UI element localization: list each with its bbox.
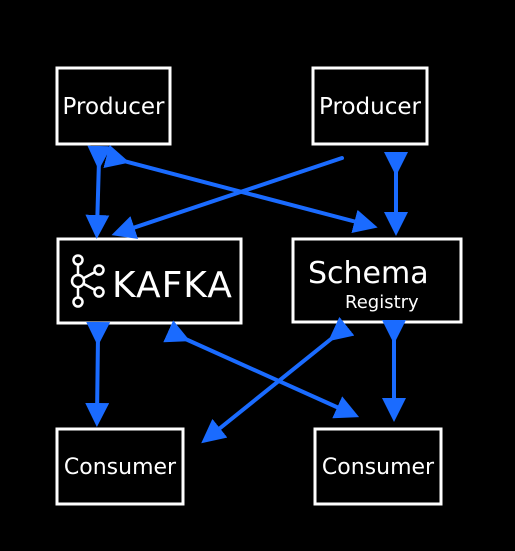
arrow-kafka-consumer-left <box>85 321 111 427</box>
arrow-producer-right-kafka <box>111 156 344 239</box>
consumer-right-box: Consumer <box>313 427 443 506</box>
consumer-left-box: Consumer <box>55 427 185 506</box>
consumer-left-label: Consumer <box>64 455 177 480</box>
kafka-box: KAFKA <box>56 237 243 325</box>
schema-registry-line2: Registry <box>345 292 419 313</box>
arrow-schema-consumer-left <box>201 316 355 444</box>
producer-right-box: Producer <box>311 66 429 146</box>
arrow-kafka-consumer-right <box>163 320 360 419</box>
kafka-logo-icon <box>70 254 105 308</box>
producer-right-label: Producer <box>319 94 421 120</box>
consumer-right-label: Consumer <box>322 455 435 480</box>
producer-left-box: Producer <box>55 66 172 146</box>
schema-registry-line1: Schema <box>308 256 429 291</box>
kafka-label: KAFKA <box>112 265 233 306</box>
arrow-producer-left-kafka <box>85 145 112 239</box>
producer-left-label: Producer <box>63 94 165 120</box>
schema-registry-box: Schema Registry <box>291 237 463 324</box>
